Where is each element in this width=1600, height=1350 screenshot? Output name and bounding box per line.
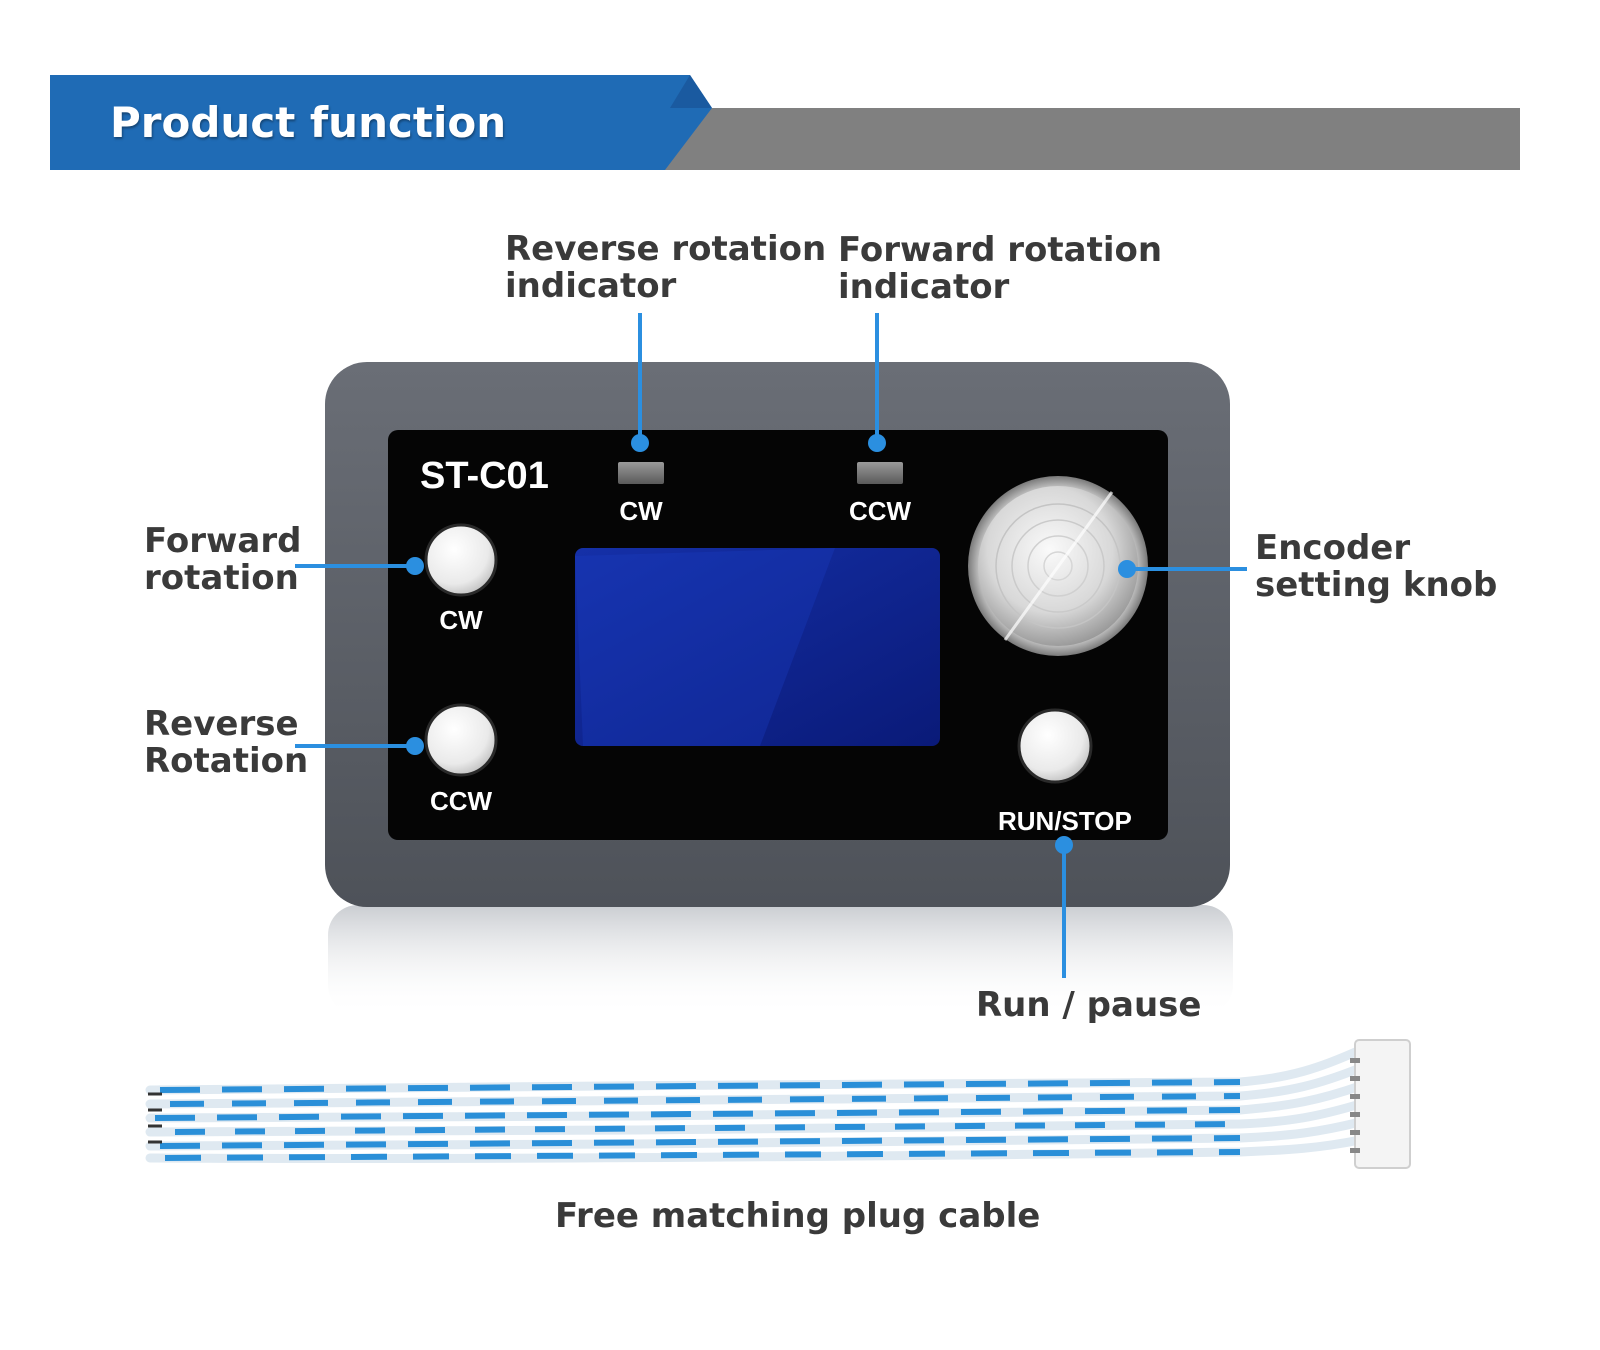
forward-indicator-label: CCW — [848, 496, 912, 526]
banner-accent — [670, 75, 712, 108]
lcd-screen — [575, 548, 940, 746]
callout-encoder-line2: setting knob — [1255, 565, 1498, 605]
forward-rotation-led — [857, 462, 903, 484]
callout-dots — [406, 434, 1136, 854]
controller-device — [325, 362, 1230, 907]
banner-title: Product function — [110, 98, 507, 147]
callout-forward-indicator-line2: indicator — [838, 267, 1010, 307]
forward-rotation-button[interactable] — [424, 523, 498, 597]
banner-gray-bar — [645, 108, 1520, 170]
run-stop-label: RUN/STOP — [998, 806, 1132, 836]
callout-forward-rotation-indicator: Forward rotation indicator — [838, 232, 1162, 306]
callout-dot-forward-rotation — [406, 557, 424, 575]
callout-dot-encoder — [1118, 560, 1136, 578]
callout-reverse-rotation-line2: Rotation — [144, 741, 309, 781]
callout-dot-run-pause — [1055, 836, 1073, 854]
cable-caption: Free matching plug cable — [555, 1196, 1041, 1236]
plug-cable — [145, 1039, 1411, 1169]
callout-forward-rotation: Forward rotation — [144, 523, 301, 597]
reverse-button-label: CCW — [429, 786, 493, 816]
header-banner — [50, 75, 1520, 170]
callout-run-pause: Run / pause — [976, 985, 1202, 1025]
callout-reverse-rotation-indicator: Reverse rotation indicator — [505, 231, 826, 305]
device-model-label: ST-C01 — [420, 455, 549, 497]
reverse-rotation-button[interactable] — [424, 703, 498, 777]
reverse-indicator-label: CW — [619, 496, 663, 526]
device-reflection — [328, 905, 1233, 1015]
callout-encoder-setting-knob: Encoder setting knob — [1255, 530, 1497, 604]
callout-encoder-line1: Encoder — [1255, 528, 1411, 568]
callout-reverse-rotation-line1: Reverse — [144, 704, 299, 744]
callout-forward-rotation-line1: Forward — [144, 521, 302, 561]
callout-reverse-rotation: Reverse Rotation — [144, 706, 308, 780]
encoder-knob[interactable] — [968, 476, 1148, 656]
run-stop-button[interactable] — [1017, 708, 1093, 784]
reverse-rotation-led — [618, 462, 664, 484]
forward-button-label: CW — [439, 605, 483, 635]
callout-dot-reverse-indicator — [631, 434, 649, 452]
cable-left-pins — [148, 1092, 162, 1144]
connector-contacts — [1350, 1058, 1360, 1153]
cable-connector — [1354, 1039, 1411, 1169]
callout-reverse-indicator-line2: indicator — [505, 266, 677, 306]
callout-lines — [295, 313, 1247, 978]
callout-dot-forward-indicator — [868, 434, 886, 452]
callout-forward-rotation-line2: rotation — [144, 558, 299, 598]
callout-reverse-indicator-line1: Reverse rotation — [505, 229, 827, 269]
lcd-glare — [575, 548, 835, 746]
callout-dot-reverse-rotation — [406, 737, 424, 755]
banner-blue-block — [50, 75, 712, 170]
cable-stripes — [154, 1079, 1241, 1161]
callout-forward-indicator-line1: Forward rotation — [838, 230, 1163, 270]
